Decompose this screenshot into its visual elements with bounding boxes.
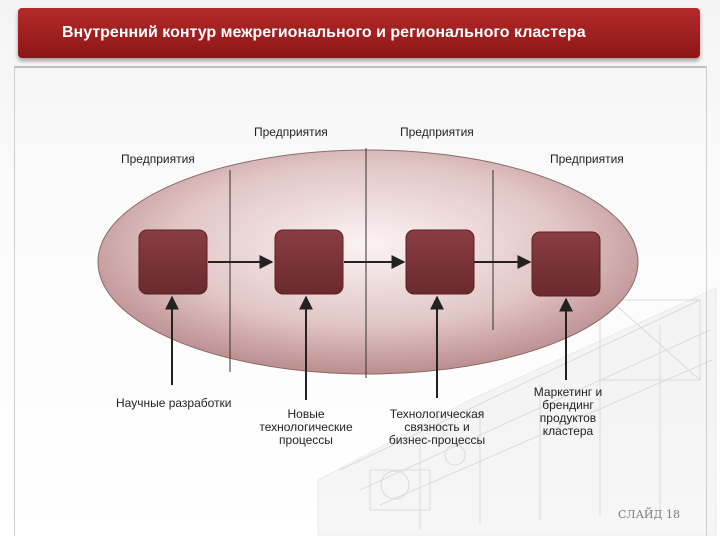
label-line: Новые (287, 407, 325, 421)
process-box-2 (274, 229, 344, 295)
label-enterprises-left: Предприятия (121, 152, 195, 166)
process-box-4 (531, 231, 601, 297)
label-enterprises-right: Предприятия (550, 152, 624, 166)
label-line: бизнес-процессы (388, 433, 486, 447)
slide-title: Внутренний контур межрегионального и рег… (62, 24, 586, 41)
title-divider (14, 66, 706, 68)
slide-number: СЛАЙД 18 (618, 508, 680, 521)
left-frame-line (14, 66, 15, 536)
label-line: процессы (279, 433, 333, 447)
process-box-1 (138, 229, 208, 295)
label-line: Маркетинг и (533, 385, 603, 399)
title-bar: Внутренний контур межрегионального и рег… (18, 8, 700, 58)
label-tech-connectivity: Технологическая связность и бизнес-проце… (386, 408, 488, 447)
label-line: технологические (259, 420, 353, 434)
label-enterprises-top-2: Предприятия (400, 125, 474, 139)
label-scientific-research: Научные разработки (116, 396, 232, 410)
label-line: продуктов (539, 411, 597, 425)
label-marketing-branding: Маркетинг и брендинг продуктов кластера (526, 386, 610, 438)
label-enterprises-top-1: Предприятия (254, 125, 328, 139)
label-line: кластера (542, 424, 594, 438)
label-line: связность и (404, 420, 470, 434)
label-line: брендинг (542, 398, 594, 412)
process-box-3 (405, 229, 475, 295)
right-frame-line (706, 66, 707, 536)
label-new-processes: Новые технологические процессы (256, 408, 356, 447)
label-line: Технологическая (389, 407, 485, 421)
